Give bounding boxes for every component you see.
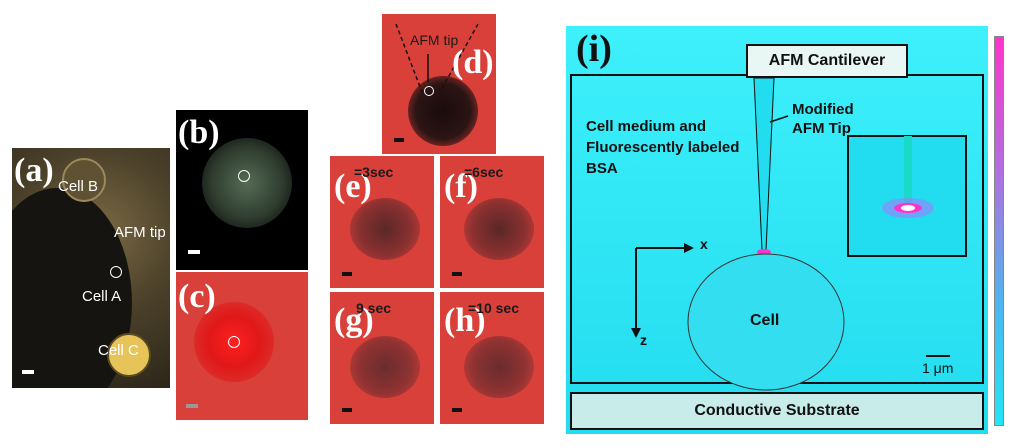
panel-label-a: (a) xyxy=(14,152,54,189)
dark-cell xyxy=(350,336,420,398)
z-axis-label: z xyxy=(640,332,647,348)
panel-c: (c) xyxy=(176,272,308,420)
cantilever-label: AFM Cantilever xyxy=(768,52,886,69)
afm-tip-shape xyxy=(753,77,775,251)
inset-tip xyxy=(904,136,912,208)
tip-marker xyxy=(228,336,240,348)
dark-cell xyxy=(464,336,534,398)
tip-pointer xyxy=(769,115,789,123)
panel-label-e: (e) xyxy=(334,168,372,205)
scale-bar xyxy=(394,138,404,142)
panel-label-i: (i) xyxy=(576,28,612,70)
modified-tip-label: Modified AFM Tip xyxy=(792,101,854,137)
um-scale-label: 1 μm xyxy=(922,360,954,376)
diagram-graphics xyxy=(631,77,967,391)
scale-bar xyxy=(342,408,352,412)
time-h: =10 sec xyxy=(468,300,519,316)
panel-a: (a) Cell B AFM tip Cell A Cell C xyxy=(12,148,170,388)
panel-label-g: (g) xyxy=(334,302,374,339)
substrate-box: Conductive Substrate xyxy=(570,392,984,430)
tip-marker xyxy=(238,170,250,182)
tip-marker xyxy=(424,86,434,96)
dark-cell xyxy=(464,198,534,260)
scale-bar xyxy=(452,272,462,276)
panel-h: (h) =10 sec xyxy=(440,292,544,424)
x-axis-label: x xyxy=(700,236,708,252)
glow xyxy=(202,138,292,228)
scale-bar xyxy=(188,250,200,254)
scale-bar xyxy=(342,272,352,276)
afm-cantilever-box: AFM Cantilever xyxy=(746,44,908,78)
panel-g: (g) 9 sec xyxy=(330,292,434,424)
cell-c-shape xyxy=(107,333,151,377)
cell-b-shape xyxy=(62,158,106,202)
cell-a-label: Cell A xyxy=(82,288,122,305)
inset-glow-core xyxy=(901,205,915,211)
tip-glow xyxy=(757,249,771,255)
time-f: =6sec xyxy=(464,164,504,180)
time-g: 9 sec xyxy=(356,300,392,316)
afm-tip-label: AFM tip xyxy=(114,224,166,241)
scale-bar xyxy=(186,404,198,408)
panel-label-d: (d) xyxy=(452,44,494,81)
panel-label-f: (f) xyxy=(444,168,478,205)
panel-i-diagram: AFM Cantilever Conductive Substrate (i) … xyxy=(566,26,1006,434)
scale-bar xyxy=(22,370,34,374)
time-e: =3sec xyxy=(354,164,394,180)
dark-cell xyxy=(350,198,420,260)
panel-f: (f) =6sec xyxy=(440,156,544,288)
cell-b-label: Cell B xyxy=(58,178,99,195)
panel-label-h: (h) xyxy=(444,302,486,339)
panel-label-c: (c) xyxy=(178,278,216,315)
panel-b: (b) xyxy=(176,110,308,270)
tip-guides xyxy=(395,23,479,93)
panel-label-b: (b) xyxy=(178,114,220,151)
color-scale-bar xyxy=(994,36,1004,426)
cell-shape xyxy=(687,253,845,391)
panel-e: (e) =3sec xyxy=(330,156,434,288)
medium-label: Cell medium and Fluorescently labeled BS… xyxy=(586,118,740,177)
tip-marker xyxy=(110,266,122,278)
afm-tip-label-d: AFM tip xyxy=(410,32,459,48)
substrate-label: Conductive Substrate xyxy=(694,402,860,419)
cell-c-label: Cell C xyxy=(98,342,139,359)
scale-bar xyxy=(452,408,462,412)
cell-label: Cell xyxy=(750,312,780,329)
panel-d: AFM tip (d) xyxy=(382,14,496,154)
